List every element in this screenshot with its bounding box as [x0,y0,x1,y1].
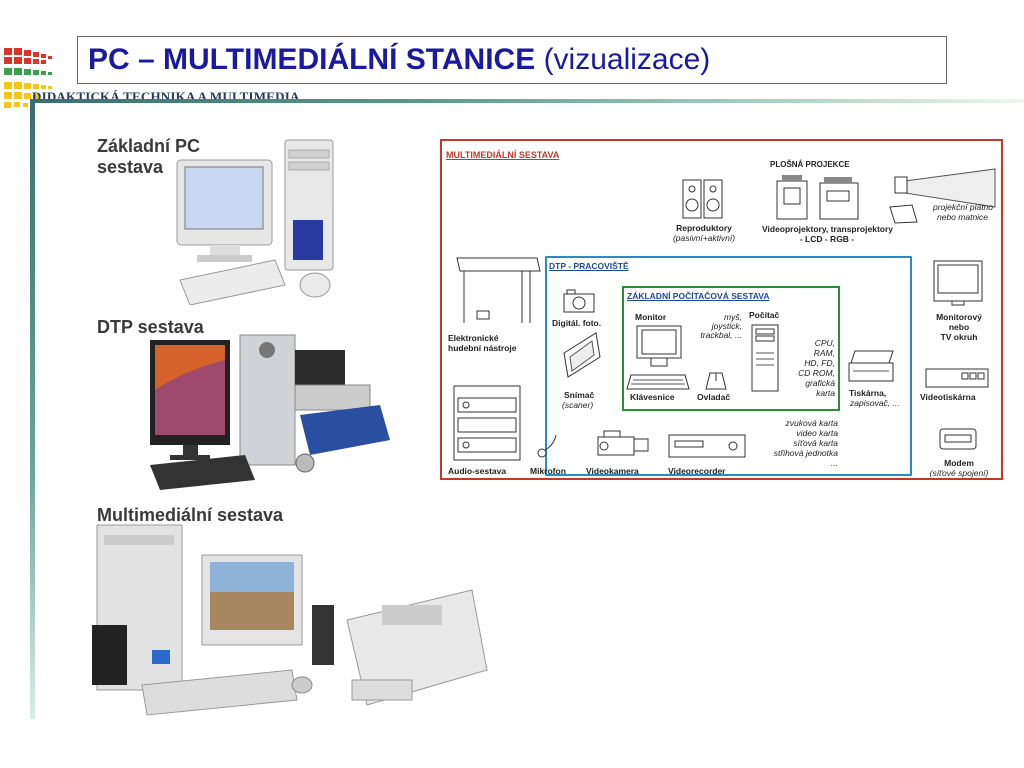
pocitac-label: Počítač [749,310,780,320]
tv-monitor-icon [932,259,984,312]
mys-2: joystick, [711,321,742,331]
microphone-icon [536,431,566,466]
videotiskarna: Videotiskárna [920,392,976,402]
karty-4: střihová jednotka [773,448,838,458]
scanner-icon [560,331,602,386]
basic-box [622,286,840,411]
screen-icon [887,167,997,232]
cpu-6: karta [816,388,835,398]
left-bar [30,99,35,719]
speakers-icon [682,179,724,224]
section-basic-pc: Základní PC sestava [97,136,200,178]
keyboard-instrument-icon [452,253,542,333]
plosna-projekce: PLOŠNÁ PROJEKCE [770,160,850,169]
dtp-title: DTP - PRACOVIŠTĚ [549,261,629,271]
videoprojektory: Videoprojektory, transprojektory [762,224,893,234]
monitor-label: Monitor [635,312,667,322]
karty-5: ... [830,458,838,468]
karty-1: zvuková karta [785,418,838,428]
mouse-icon [704,369,728,396]
audio: Audio-sestava [448,466,507,476]
tiskarna: Tiskárna, [849,388,887,398]
section-dtp: DTP sestava [97,317,204,337]
section-basic-pc-line2: sestava [97,157,164,177]
cpu-5: grafická [805,378,835,388]
projekcni-platno-2: nebo matnice [937,212,989,222]
reproduktory: Reproduktory [676,223,732,233]
lcd-rgb: - LCD - RGB - [799,234,855,244]
tower-icon [750,323,780,398]
cpu-3: HD, FD, [804,358,835,368]
ovladac: Ovladač [697,392,731,402]
videoprinter-icon [924,367,990,394]
basic-pc-image [175,130,340,306]
modem: Modem [944,458,974,468]
cpu-2: RAM, [813,348,835,358]
karty-2: video karta [796,428,838,438]
section-basic-pc-line1: Základní PC [97,136,201,156]
dtp-box [545,256,912,476]
snimac-sub: (scaner) [562,400,594,410]
outer-title: MULTIMEDIÁLNÍ SESTAVA [446,150,560,160]
monitorovy-1: Monitorový [936,312,982,322]
mys-3: trackbal, ... [700,330,742,340]
tiskarna-sub: zapisovač, ... [850,398,900,408]
cpu-4: CD ROM, [798,368,835,378]
modem-icon [938,427,978,456]
printer-icon [847,349,897,390]
elektronicke-2: hudební nástroje [448,343,517,353]
camera-icon [562,289,596,318]
videorecorder-icon [667,433,747,464]
modem-sub: (síťové spojení) [929,468,989,478]
monitorovy-2: nebo [948,322,970,332]
title-bold: PC – MULTIMEDIÁLNÍ STANICE [88,43,536,76]
monitor-icon [635,324,683,373]
digital-foto: Digitál. foto. [552,318,602,328]
header-rule [30,99,1024,103]
title-normal: (vizualizace) [543,43,711,76]
monitorovy-3: TV okruh [940,332,978,342]
basic-title: ZÁKLADNÍ POČÍTAČOVÁ SESTAVA [627,291,770,301]
multimedia-image [92,520,492,720]
mys-1: myš, [724,312,742,322]
videokamera: Videokamera [586,466,639,476]
page-title: PC – MULTIMEDIÁLNÍ STANICE (vizualizace) [88,43,710,77]
videorecorder: Videorecorder [668,466,726,476]
snimac: Snímač [564,390,595,400]
logo-squares [2,44,68,120]
keyboard-icon [625,373,690,396]
reproduktory-sub: (pasivní+aktivní) [672,233,736,243]
mikrofon: Mikrofon [530,466,566,476]
section-multimedia: Multimediální sestava [97,505,284,525]
klavesnice: Klávesnice [630,392,675,402]
dtp-image [145,330,395,490]
audio-icon [452,384,522,467]
projector-icon [772,173,882,226]
elektronicke-1: Elektronické [448,333,499,343]
cpu-1: CPU, [814,338,835,348]
karty-3: síťová karta [793,438,838,448]
projekcni-platno-1: projekční plátno [933,202,994,212]
videocamera-icon [590,429,652,466]
multimedia-diagram: MULTIMEDIÁLNÍ SESTAVA DTP - PRACOVIŠTĚ Z… [440,139,1003,480]
title-box: PC – MULTIMEDIÁLNÍ STANICE (vizualizace) [77,36,947,84]
